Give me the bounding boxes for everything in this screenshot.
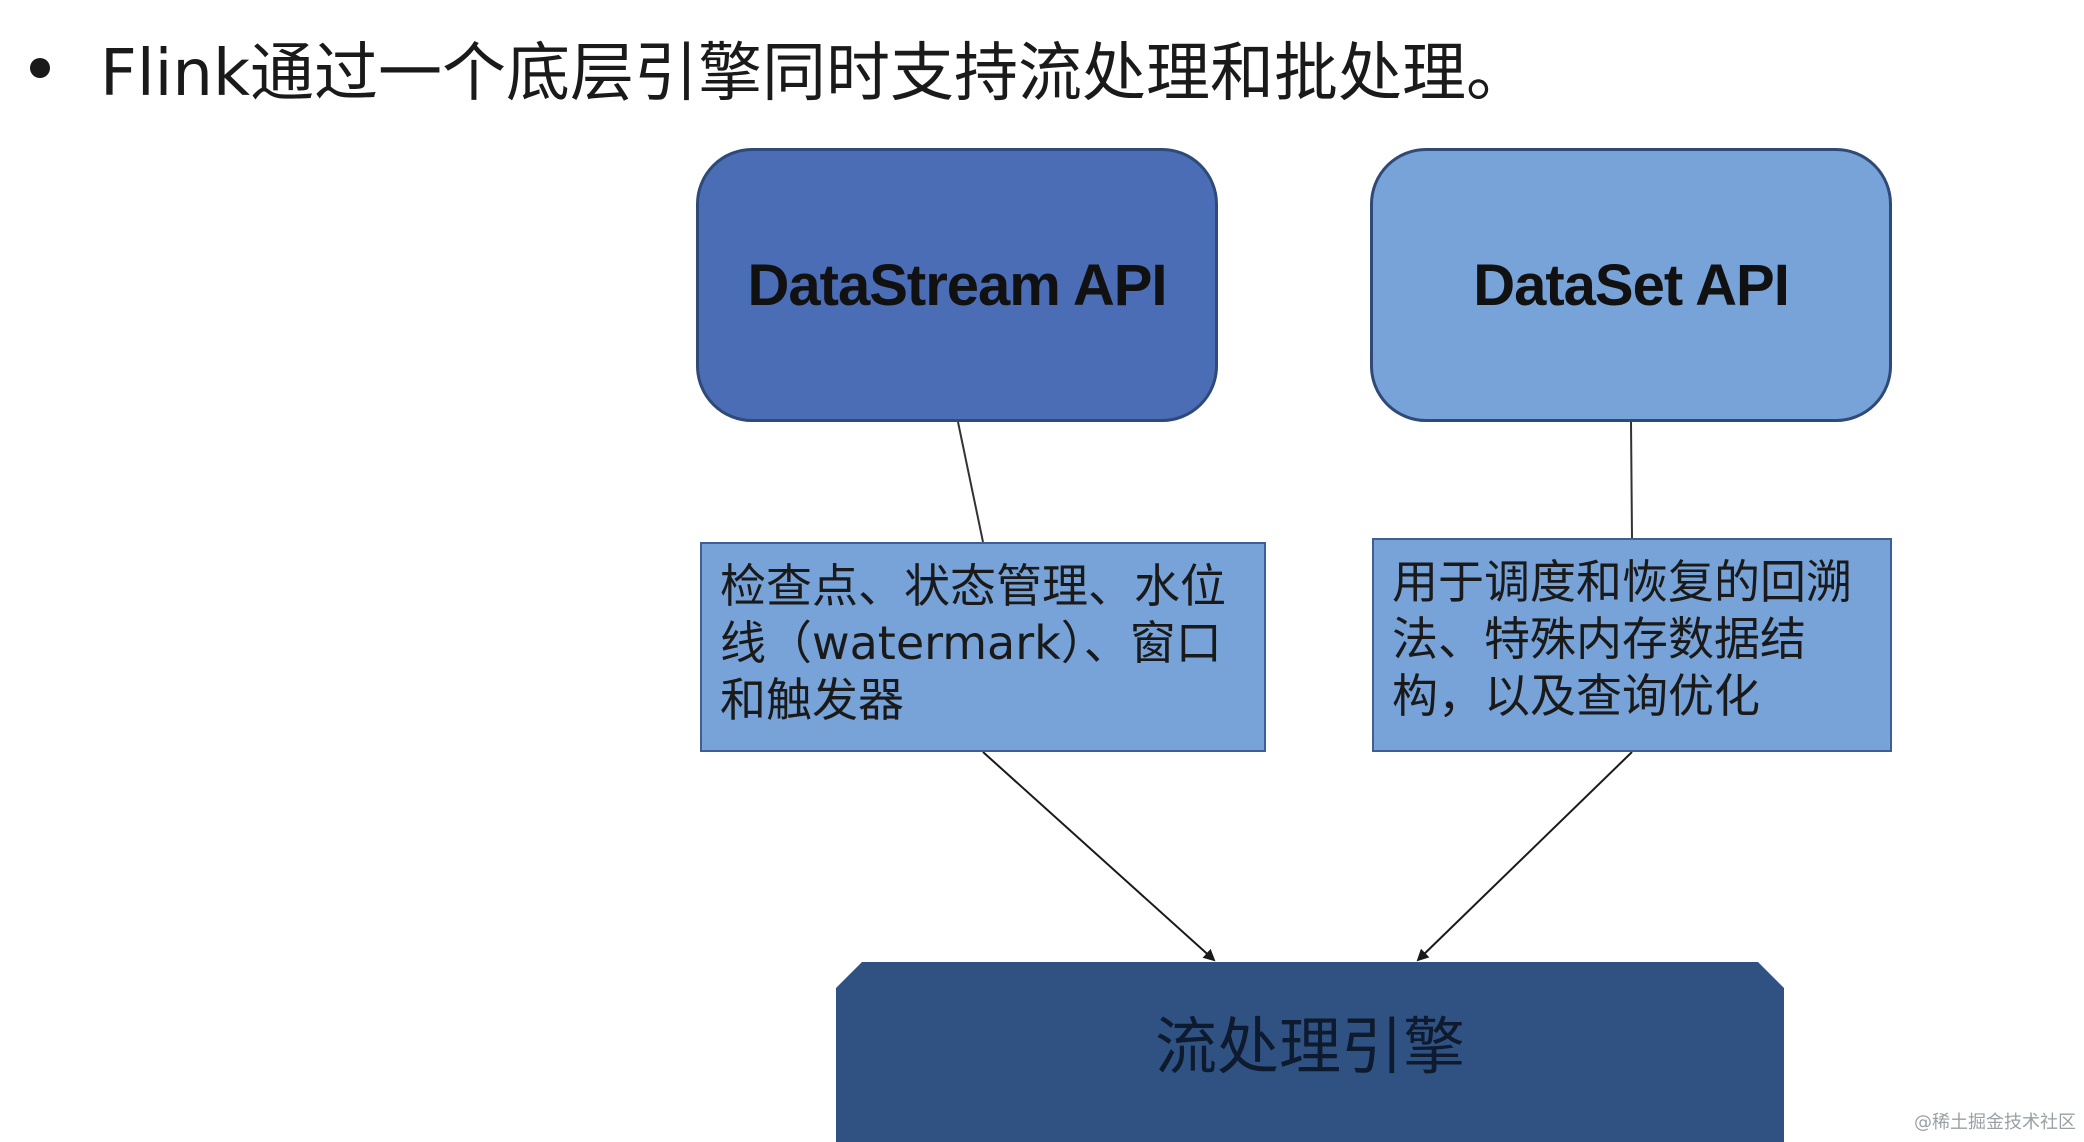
connector-datastream-to-features — [957, 421, 984, 543]
bullet-dot — [30, 58, 50, 78]
arrow-stream-features-to-engine — [982, 751, 1216, 962]
stream-engine-label: 流处理引擎 — [1154, 1010, 1465, 1083]
stream-engine-box: 流处理引擎 — [836, 962, 1784, 1142]
datastream-api-label: DataStream API — [747, 252, 1167, 318]
datastream-api-box: DataStream API — [696, 148, 1218, 422]
connector-dataset-to-features — [1630, 421, 1633, 539]
stream-features-box: 检查点、状态管理、水位线（watermark）、窗口和触发器 — [700, 542, 1266, 752]
slide-heading: Flink通过一个底层引擎同时支持流处理和批处理。 — [100, 37, 1530, 111]
dataset-api-label: DataSet API — [1473, 252, 1790, 318]
arrow-batch-features-to-engine — [1416, 751, 1633, 962]
batch-features-box: 用于调度和恢复的回溯法、特殊内存数据结构，以及查询优化 — [1372, 538, 1892, 752]
watermark-text: @稀土掘金技术社区 — [1914, 1112, 2076, 1133]
dataset-api-box: DataSet API — [1370, 148, 1892, 422]
